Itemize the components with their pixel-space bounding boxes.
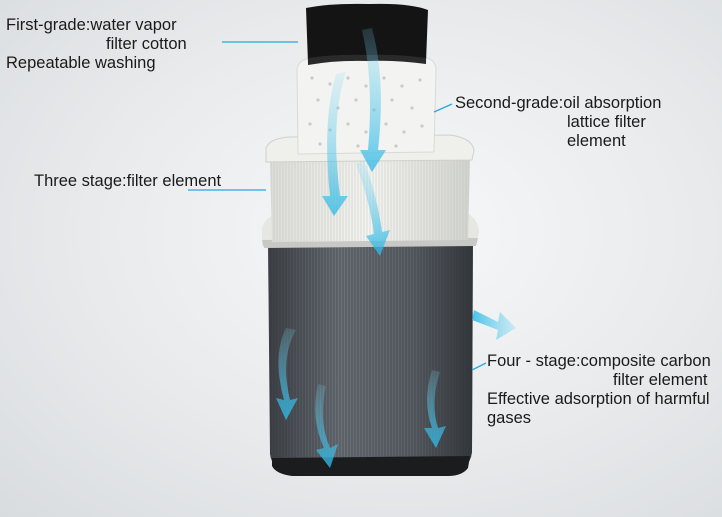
leader-line-second — [433, 103, 453, 113]
callout-fourth-line4: gases — [487, 409, 532, 427]
callout-second-line1: Second-grade:oil absorption — [455, 94, 662, 112]
callout-first-line3: Repeatable washing — [6, 54, 156, 72]
callout-leader-lines — [188, 41, 487, 371]
callout-third-line1: Three stage:filter element — [34, 172, 222, 190]
callout-second-line3: element — [567, 132, 626, 150]
stage-four-carbon-filter — [262, 210, 479, 476]
callout-first-line2: filter cotton — [106, 35, 187, 53]
callout-fourth-line1: Four - stage:composite carbon — [487, 352, 711, 370]
callout-third-stage: Three stage:filter element — [34, 172, 221, 191]
callout-second-line2: lattice filter — [567, 113, 646, 131]
callout-first-grade: First-grade:water vapor filter cotton Re… — [6, 16, 187, 73]
callout-fourth-line3: Effective adsorption of harmful — [487, 390, 710, 408]
airflow-arrows — [276, 28, 516, 468]
stage-two-lattice-filter — [296, 55, 437, 155]
callout-first-line1: First-grade:water vapor — [6, 16, 177, 34]
callout-fourth-stage: Four - stage:composite carbon filter ele… — [487, 352, 711, 428]
leader-line-fourth — [471, 362, 487, 371]
callout-fourth-line2: filter element — [613, 371, 708, 389]
callout-second-grade: Second-grade:oil absorption lattice filt… — [455, 94, 661, 151]
